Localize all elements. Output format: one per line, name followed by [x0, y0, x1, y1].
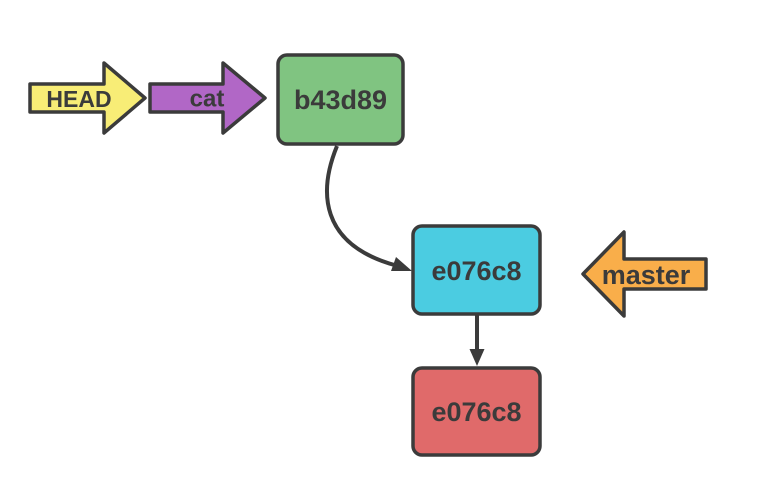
master-arrow: master [581, 230, 708, 318]
commit-node-bottom-box [411, 366, 542, 457]
cat-arrow-label: cat [190, 86, 225, 113]
commit-node-top: b43d89 [276, 53, 405, 146]
commit-node-bottom-label: e076c8 [431, 397, 521, 427]
commit-node-middle-box [411, 224, 542, 316]
master-arrow-shape [581, 230, 708, 318]
head-arrow-label: HEAD [46, 86, 111, 112]
straight-connector-arrowhead [469, 349, 485, 366]
head-arrow-shape [28, 61, 147, 135]
commit-node-middle-label: e076c8 [431, 256, 521, 286]
cat-arrow-shape [148, 61, 267, 135]
commit-node-top-box [276, 53, 405, 146]
commit-node-top-label: b43d89 [294, 85, 387, 115]
commit-node-bottom: e076c8 [411, 366, 542, 457]
straight-connector-arrow [469, 315, 485, 366]
master-arrow-label: master [602, 260, 691, 290]
head-arrow: HEAD [28, 61, 147, 135]
commit-node-middle: e076c8 [411, 224, 542, 316]
curved-connector-line [325, 145, 399, 268]
curved-connector-arrow [325, 145, 412, 271]
curved-connector-arrowhead [391, 257, 412, 271]
cat-arrow: cat [148, 61, 267, 135]
